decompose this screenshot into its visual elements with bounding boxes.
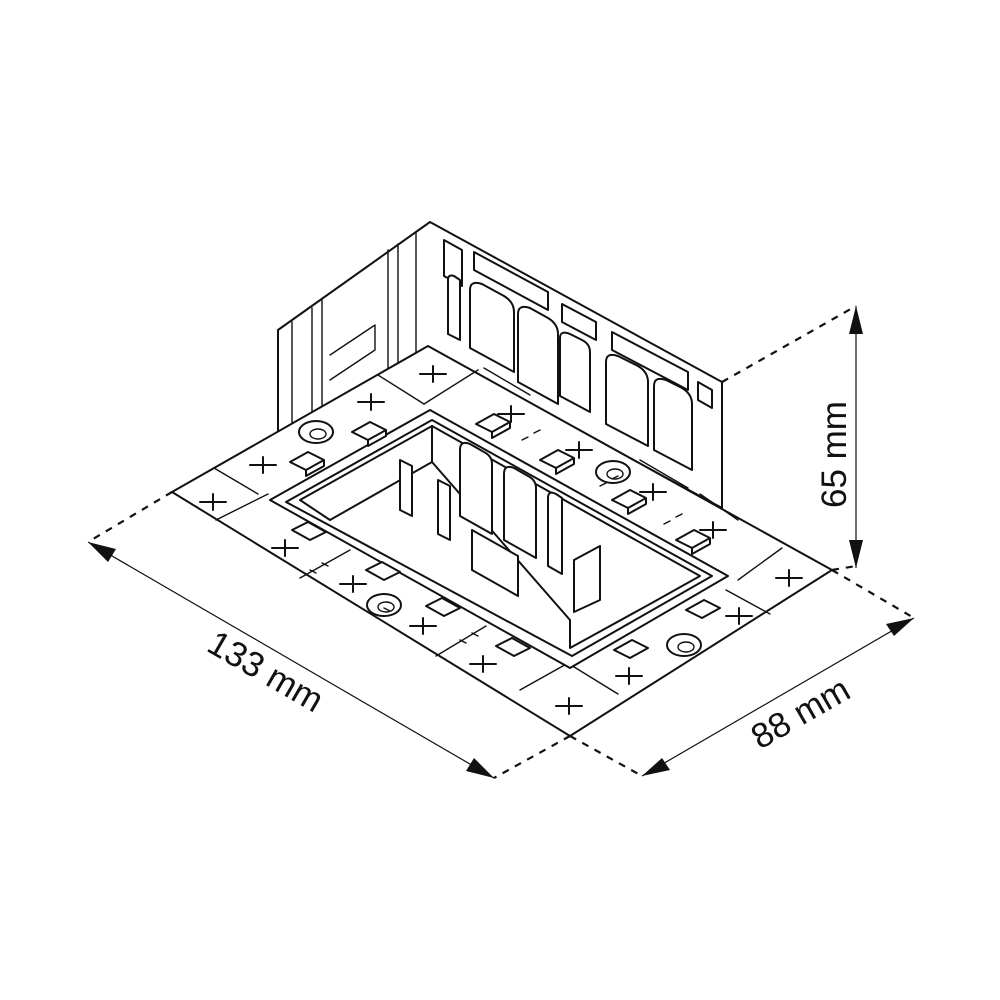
clip-tabs: [289, 413, 721, 659]
height-label: 65 mm: [815, 401, 854, 508]
screw-holes: [298, 420, 702, 657]
width-label: 88 mm: [745, 670, 857, 757]
dimension-height: 65 mm: [721, 305, 863, 572]
cross-marks: [199, 365, 803, 715]
inner-opening: [269, 409, 729, 669]
back-wall: [277, 221, 723, 509]
